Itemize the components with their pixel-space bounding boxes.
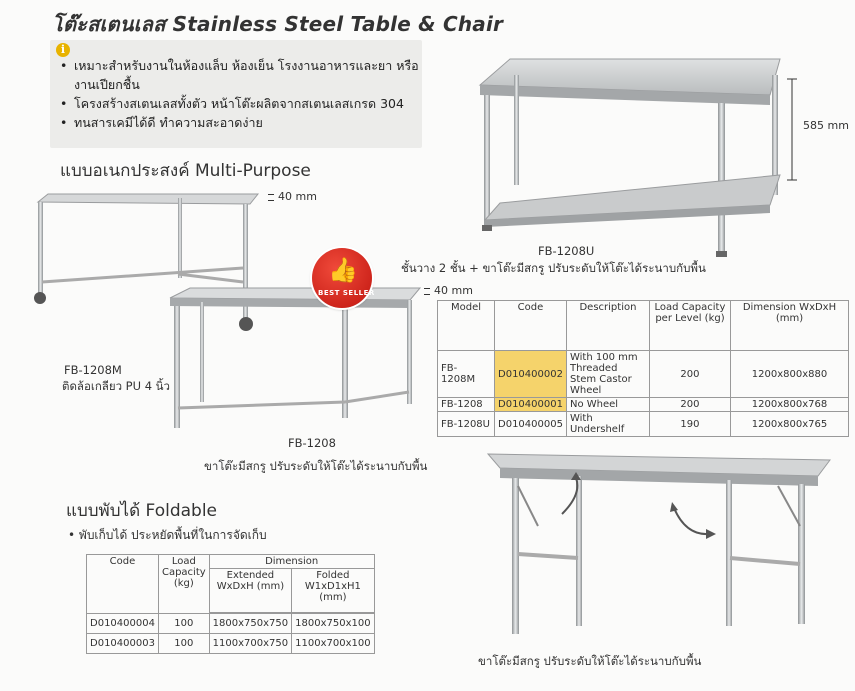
best-seller-text: BEST SELLER [318, 289, 375, 297]
feature-list: เหมาะสำหรับงานในห้องแล็บ ห้องเย็น โรงงาน… [60, 56, 420, 132]
feature-item: เหมาะสำหรับงานในห้องแล็บ ห้องเย็น โรงงาน… [60, 56, 420, 94]
multi-purpose-heading: แบบอเนกประสงค์ Multi-Purpose [60, 161, 311, 181]
multi-purpose-spec-table: Model Code Description Load Capacity per… [437, 300, 850, 437]
col-load-capacity: Load Capacity per Level (kg) [648, 300, 731, 351]
col-code: Code [86, 554, 159, 614]
cell-load: 190 [648, 411, 731, 437]
col-extended: Extended WxDxH (mm) [208, 568, 293, 613]
cell-code: D010400002 [494, 350, 567, 398]
cell-load: 200 [648, 350, 731, 398]
col-code: Code [494, 300, 567, 351]
col-dimension: Dimension WxDxH (mm) [729, 300, 850, 351]
cell-description: With Undershelf [565, 411, 650, 437]
feature-item: โครงสร้างสเตนเลสทั้งตัว หน้าโต๊ะผลิตจากส… [60, 94, 420, 113]
cell-model: FB-1208M [437, 350, 495, 398]
fb-1208-table-image [169, 287, 422, 428]
table-row: FB-1208M D010400002 With 100 mm Threaded… [437, 350, 850, 398]
cell-dimension: 1200x800x880 [729, 350, 850, 398]
thumbs-up-icon: 👍 [328, 256, 358, 284]
cell-description: With 100 mm Threaded Stem Castor Wheel [565, 350, 650, 398]
foldable-heading: แบบพับได้ Foldable [66, 501, 218, 521]
page-title: โต๊ะสเตนเลส Stainless Steel Table & Chai… [52, 12, 504, 36]
fb-1208m-table-image [34, 193, 260, 331]
cell-dimension: 1200x800x765 [729, 411, 850, 437]
cell-model: FB-1208U [437, 411, 495, 437]
table-row: FB-1208 D010400001 No Wheel 200 1200x800… [437, 397, 850, 412]
fb-1208m-description: ติดล้อเกลียว PU 4 นิ้ว [62, 379, 170, 393]
fb-1208u-description: ชั้นวาง 2 ชั้น + ขาโต๊ะมีสกรู ปรับระดับใ… [401, 261, 706, 275]
cell-load: 100 [157, 613, 210, 634]
fb-1208u-label: FB-1208U [538, 244, 595, 258]
dimension-40-b: 40 mm [424, 284, 473, 297]
fb-1208m-label: FB-1208M [64, 363, 122, 377]
foldable-spec-table: Code Load Capacity (kg) Dimension Extend… [86, 554, 375, 654]
dimension-40-a: 40 mm [268, 190, 317, 203]
foldable-description: ขาโต๊ะมีสกรู ปรับระดับให้โต๊ะได้ระนาบกับ… [478, 654, 702, 668]
cell-load: 100 [157, 633, 210, 654]
cell-code: D010400004 [86, 613, 159, 634]
fb-1208u-table-image [478, 58, 781, 257]
cell-load: 200 [648, 397, 731, 412]
cell-code: D010400003 [86, 633, 159, 654]
col-dimension: Dimension [208, 554, 375, 569]
cell-extended: 1800x750x750 [208, 613, 293, 634]
foldable-table-image [486, 453, 831, 634]
col-folded: Folded W1xD1xH1 (mm) [291, 568, 375, 613]
info-icon: i [56, 43, 70, 57]
dimension-40-b-text: 40 mm [434, 284, 473, 297]
feature-item: ทนสารเคมีได้ดี ทำความสะอาดง่าย [60, 113, 420, 132]
cell-folded: 1800x750x100 [291, 613, 375, 634]
foldable-feature: • พับเก็บได้ ประหยัดพื้นที่ในการจัดเก็บ [68, 528, 267, 542]
col-load-capacity: Load Capacity (kg) [157, 554, 210, 614]
col-description: Description [565, 300, 650, 351]
cell-extended: 1100x700x750 [208, 633, 293, 654]
col-model: Model [437, 300, 495, 351]
cell-folded: 1100x700x100 [291, 633, 375, 654]
cell-description: No Wheel [565, 397, 650, 412]
height-dimension-line [787, 78, 797, 181]
table-row: D010400003 100 1100x700x750 1100x700x100 [86, 633, 375, 654]
table-row: D010400004 100 1800x750x750 1800x750x100 [86, 613, 375, 634]
best-seller-badge [312, 248, 372, 308]
dimension-40-a-text: 40 mm [278, 190, 317, 203]
dimension-585: 585 mm [803, 119, 849, 132]
table-row: FB-1208U D010400005 With Undershelf 190 … [437, 411, 850, 437]
foldable-feature-text: พับเก็บได้ ประหยัดพื้นที่ในการจัดเก็บ [78, 528, 267, 542]
cell-dimension: 1200x800x768 [729, 397, 850, 412]
fb-1208-label: FB-1208 [288, 436, 336, 450]
cell-code: D010400001 [494, 397, 567, 412]
fb-1208-description: ขาโต๊ะมีสกรู ปรับระดับให้โต๊ะได้ระนาบกับ… [204, 459, 428, 473]
cell-model: FB-1208 [437, 397, 495, 412]
cell-code: D010400005 [494, 411, 567, 437]
